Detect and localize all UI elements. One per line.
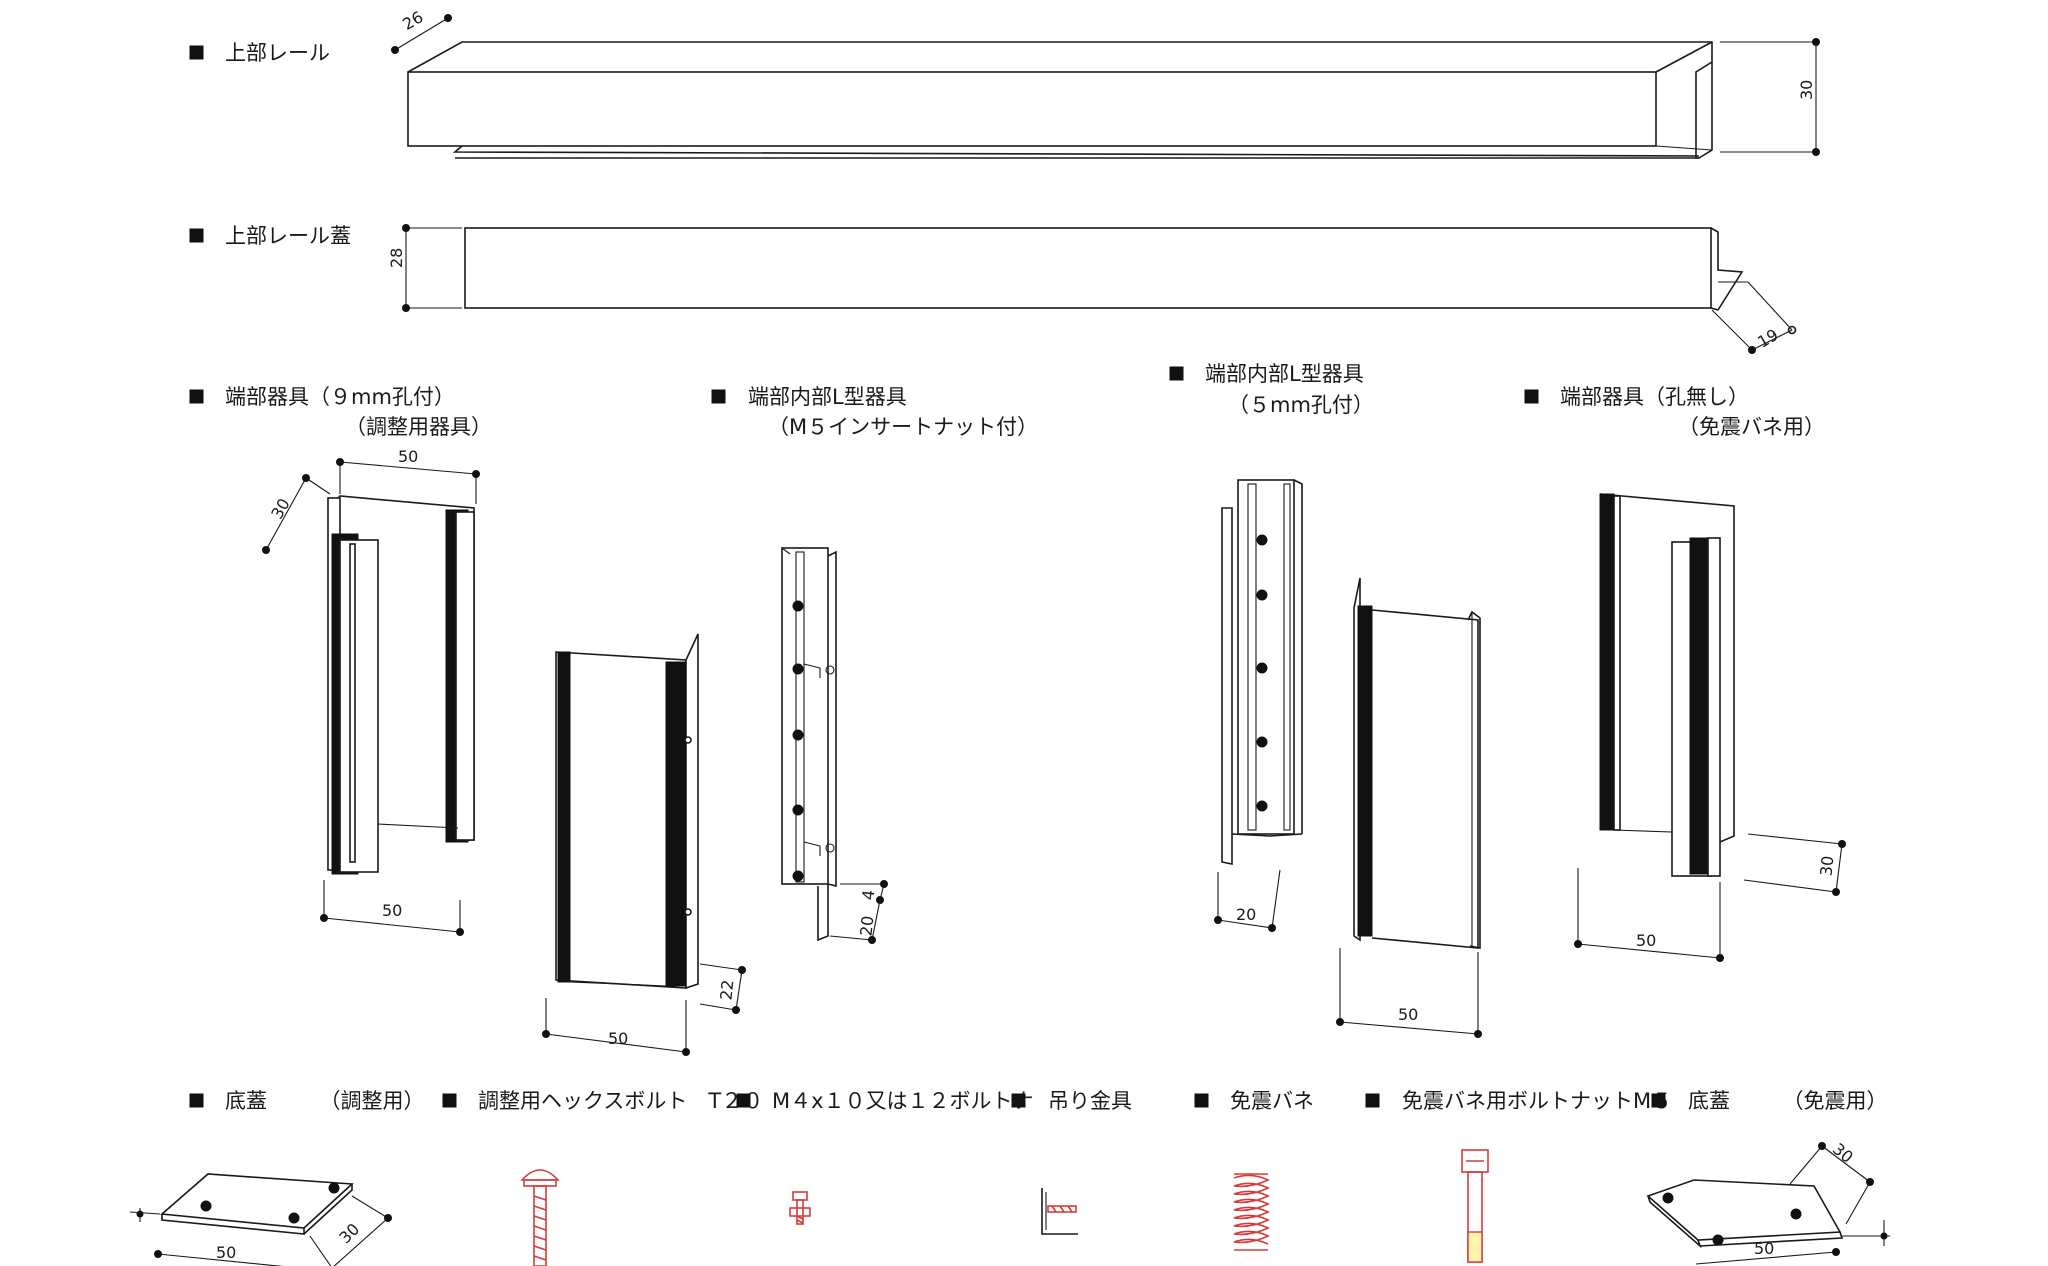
label-end-fitting-nohole: 端部器具（孔無し） <box>1560 385 1749 409</box>
label-end-fitting-9mm: 端部器具（９mm孔付） <box>225 385 455 409</box>
bullet-square-icon <box>711 389 726 404</box>
bullet-square-icon <box>1651 1093 1666 1108</box>
end-fitting-9mm-drawing: 50 30 50 <box>262 447 480 936</box>
label-hex-bolt: 調整用ヘックスボルト T２０ <box>478 1089 763 1113</box>
label-hanger: 吊り金具 <box>1048 1089 1132 1113</box>
label-bottom-cover-adj: 底蓋 （調整用） <box>225 1089 425 1113</box>
bullet-square-icon <box>1365 1093 1380 1108</box>
end-fitting-center-right-drawing: 50 <box>1336 577 1482 1038</box>
label-inner-l-5mm: 端部内部L型器具 <box>1205 362 1364 386</box>
dim-rail-depth: 26 <box>399 7 426 34</box>
dim-plate1-width: 50 <box>216 1243 236 1262</box>
bullet-square-icon <box>1194 1093 1209 1108</box>
end-fitting-center-drawing: 50 22 <box>542 633 746 1056</box>
label-end-fitting-9mm-sub: （調整用器具） <box>345 415 492 439</box>
top-rail-drawing: 26 30 <box>391 7 1820 159</box>
hanger-drawing <box>1041 1188 1078 1235</box>
bottom-cover-seismic-drawing: 50 30 <box>1646 1139 1890 1265</box>
bullet-square-icon <box>442 1093 457 1108</box>
dim-cover-lip: 19 <box>1754 325 1781 352</box>
dim-f1-width-bottom: 50 <box>382 901 402 920</box>
top-rail-cover-drawing: 28 19 <box>387 224 1797 354</box>
label-spring: 免震バネ <box>1230 1089 1314 1113</box>
bullet-square-icon <box>1011 1093 1026 1108</box>
label-bottom-cover-seismic: 底蓋 （免震用） <box>1688 1089 1888 1113</box>
bullet-square-icon <box>1524 389 1539 404</box>
dim-f3-tab: 20 <box>856 915 877 937</box>
label-top-rail: 上部レール <box>225 41 330 65</box>
spring-drawing <box>1233 1173 1270 1251</box>
bullet-square-icon <box>189 45 204 60</box>
inner-l-m5-drawing: 4 20 <box>781 547 888 944</box>
dim-plate2-depth: 30 <box>1829 1139 1857 1167</box>
bullet-square-icon <box>189 228 204 243</box>
label-inner-l-m5: 端部内部L型器具 <box>748 385 907 409</box>
label-top-rail-cover: 上部レール蓋 <box>225 224 351 248</box>
label-end-fitting-nohole-sub: （免震バネ用） <box>1678 415 1825 439</box>
bullet-square-icon <box>189 389 204 404</box>
bullet-square-icon <box>189 1093 204 1108</box>
end-fitting-nohole-drawing: 50 30 <box>1574 493 1846 962</box>
dim-f6-depth: 30 <box>1816 855 1837 877</box>
dim-cover-height: 28 <box>387 248 406 268</box>
dim-f3-small: 4 <box>858 889 878 901</box>
dim-f5-width: 50 <box>1398 1005 1418 1024</box>
bottom-cover-adj-drawing: 50 30 <box>129 1173 392 1266</box>
bullet-square-icon <box>736 1093 751 1108</box>
dim-f6-width: 50 <box>1636 931 1656 950</box>
section-labels: 上部レール 上部レール蓋 端部器具（９mm孔付） （調整用器具） 端部内部L型器… <box>189 41 1888 1113</box>
dim-f1-depth: 30 <box>267 495 294 522</box>
inner-l-5mm-drawing: 20 <box>1214 479 1303 932</box>
label-spring-bolt: 免震バネ用ボルトナットM５ <box>1402 1089 1672 1113</box>
hex-bolt-drawing <box>520 1169 560 1266</box>
label-inner-l-m5-sub: （M５インサートナット付） <box>768 415 1038 439</box>
m4-bolt-drawing <box>789 1191 811 1225</box>
label-m4-bolt: M４x１０又は１２ボルトナ <box>772 1089 1034 1113</box>
label-inner-l-5mm-sub: （５mm孔付） <box>1228 393 1374 417</box>
dim-rail-height: 30 <box>1797 80 1816 100</box>
dim-f4-width: 20 <box>1236 905 1256 924</box>
dim-plate2-width: 50 <box>1754 1239 1774 1258</box>
dim-f2-width: 50 <box>608 1029 628 1048</box>
dim-f2-depth: 22 <box>716 979 737 1001</box>
bullet-square-icon <box>1169 366 1184 381</box>
spring-bolt-drawing <box>1461 1149 1489 1263</box>
dim-f1-width-top: 50 <box>398 447 418 466</box>
